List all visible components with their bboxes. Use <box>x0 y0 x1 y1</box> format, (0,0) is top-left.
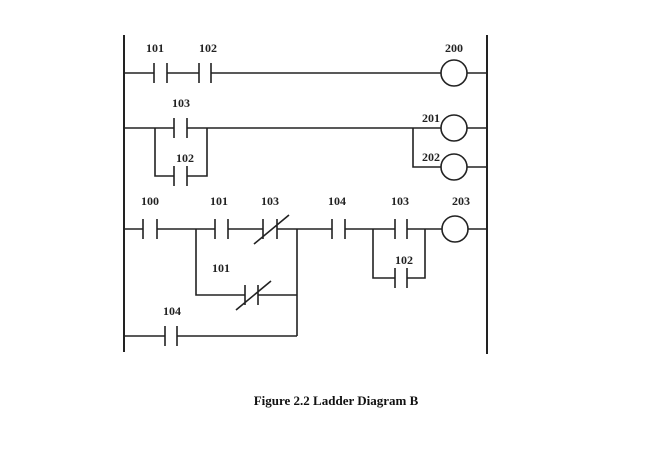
coil-label: 200 <box>445 41 463 55</box>
coil-label: 201 <box>422 111 440 125</box>
coil <box>441 215 469 243</box>
contact-label: 101 <box>146 41 164 55</box>
contact-no <box>394 268 408 288</box>
contact-nc <box>235 280 272 311</box>
contact-no <box>198 63 212 83</box>
contact-label: 102 <box>176 151 194 165</box>
coil <box>440 114 468 142</box>
coil-label: 203 <box>452 194 470 208</box>
contact-no <box>142 219 158 239</box>
contact-label: 103 <box>391 194 409 208</box>
contact-no <box>164 326 178 346</box>
rung-3: 100 101 103 104 103 203 101 104 102 <box>124 194 487 346</box>
contact-no <box>394 219 408 239</box>
contact-label: 101 <box>212 261 230 275</box>
contact-no <box>214 219 229 239</box>
contact-label: 103 <box>172 96 190 110</box>
contact-no <box>331 219 346 239</box>
coil <box>440 153 468 181</box>
contact-label: 101 <box>210 194 228 208</box>
contact-label: 102 <box>395 253 413 267</box>
contact-no <box>153 63 168 83</box>
figure-caption: Figure 2.2 Ladder Diagram B <box>253 393 419 408</box>
coil <box>440 59 468 87</box>
contact-no <box>173 118 188 138</box>
rung-2: 103 102 201 202 <box>124 96 487 186</box>
contact-label: 100 <box>141 194 159 208</box>
rung-1: 101 102 200 <box>124 41 487 87</box>
contact-label: 104 <box>163 304 181 318</box>
contact-no <box>173 166 188 186</box>
contact-label: 102 <box>199 41 217 55</box>
contact-nc <box>253 214 290 245</box>
contact-label: 104 <box>328 194 346 208</box>
coil-label: 202 <box>422 150 440 164</box>
contact-label: 103 <box>261 194 279 208</box>
